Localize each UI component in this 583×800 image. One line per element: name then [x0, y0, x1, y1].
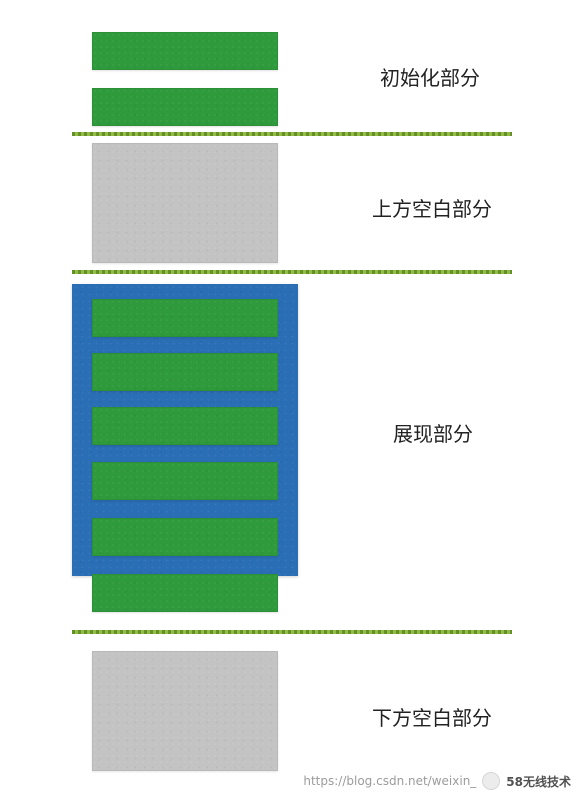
display-item-6 [92, 574, 278, 612]
watermark-url: https://blog.csdn.net/weixin_ [303, 774, 477, 788]
divider-2 [72, 270, 512, 274]
display-item-2 [92, 353, 278, 391]
display-item-5 [92, 518, 278, 556]
watermark: https://blog.csdn.net/weixin_ 58无线技术 [303, 772, 571, 790]
init-item-2 [92, 88, 278, 126]
watermark-brand: 58无线技术 [506, 774, 571, 789]
bottom-blank-section-label: 下方空白部分 [372, 706, 492, 730]
divider-3 [72, 630, 512, 634]
bottom-blank-block [92, 651, 278, 771]
divider-1 [72, 132, 512, 136]
display-item-3 [92, 407, 278, 445]
display-item-1 [92, 299, 278, 337]
wechat-logo-icon [482, 772, 501, 790]
display-item-4 [92, 462, 278, 500]
top-blank-section-label: 上方空白部分 [372, 197, 492, 221]
init-section-label: 初始化部分 [380, 66, 480, 90]
init-item-1 [92, 32, 278, 70]
top-blank-block [92, 143, 278, 263]
display-section-label: 展现部分 [393, 422, 473, 446]
